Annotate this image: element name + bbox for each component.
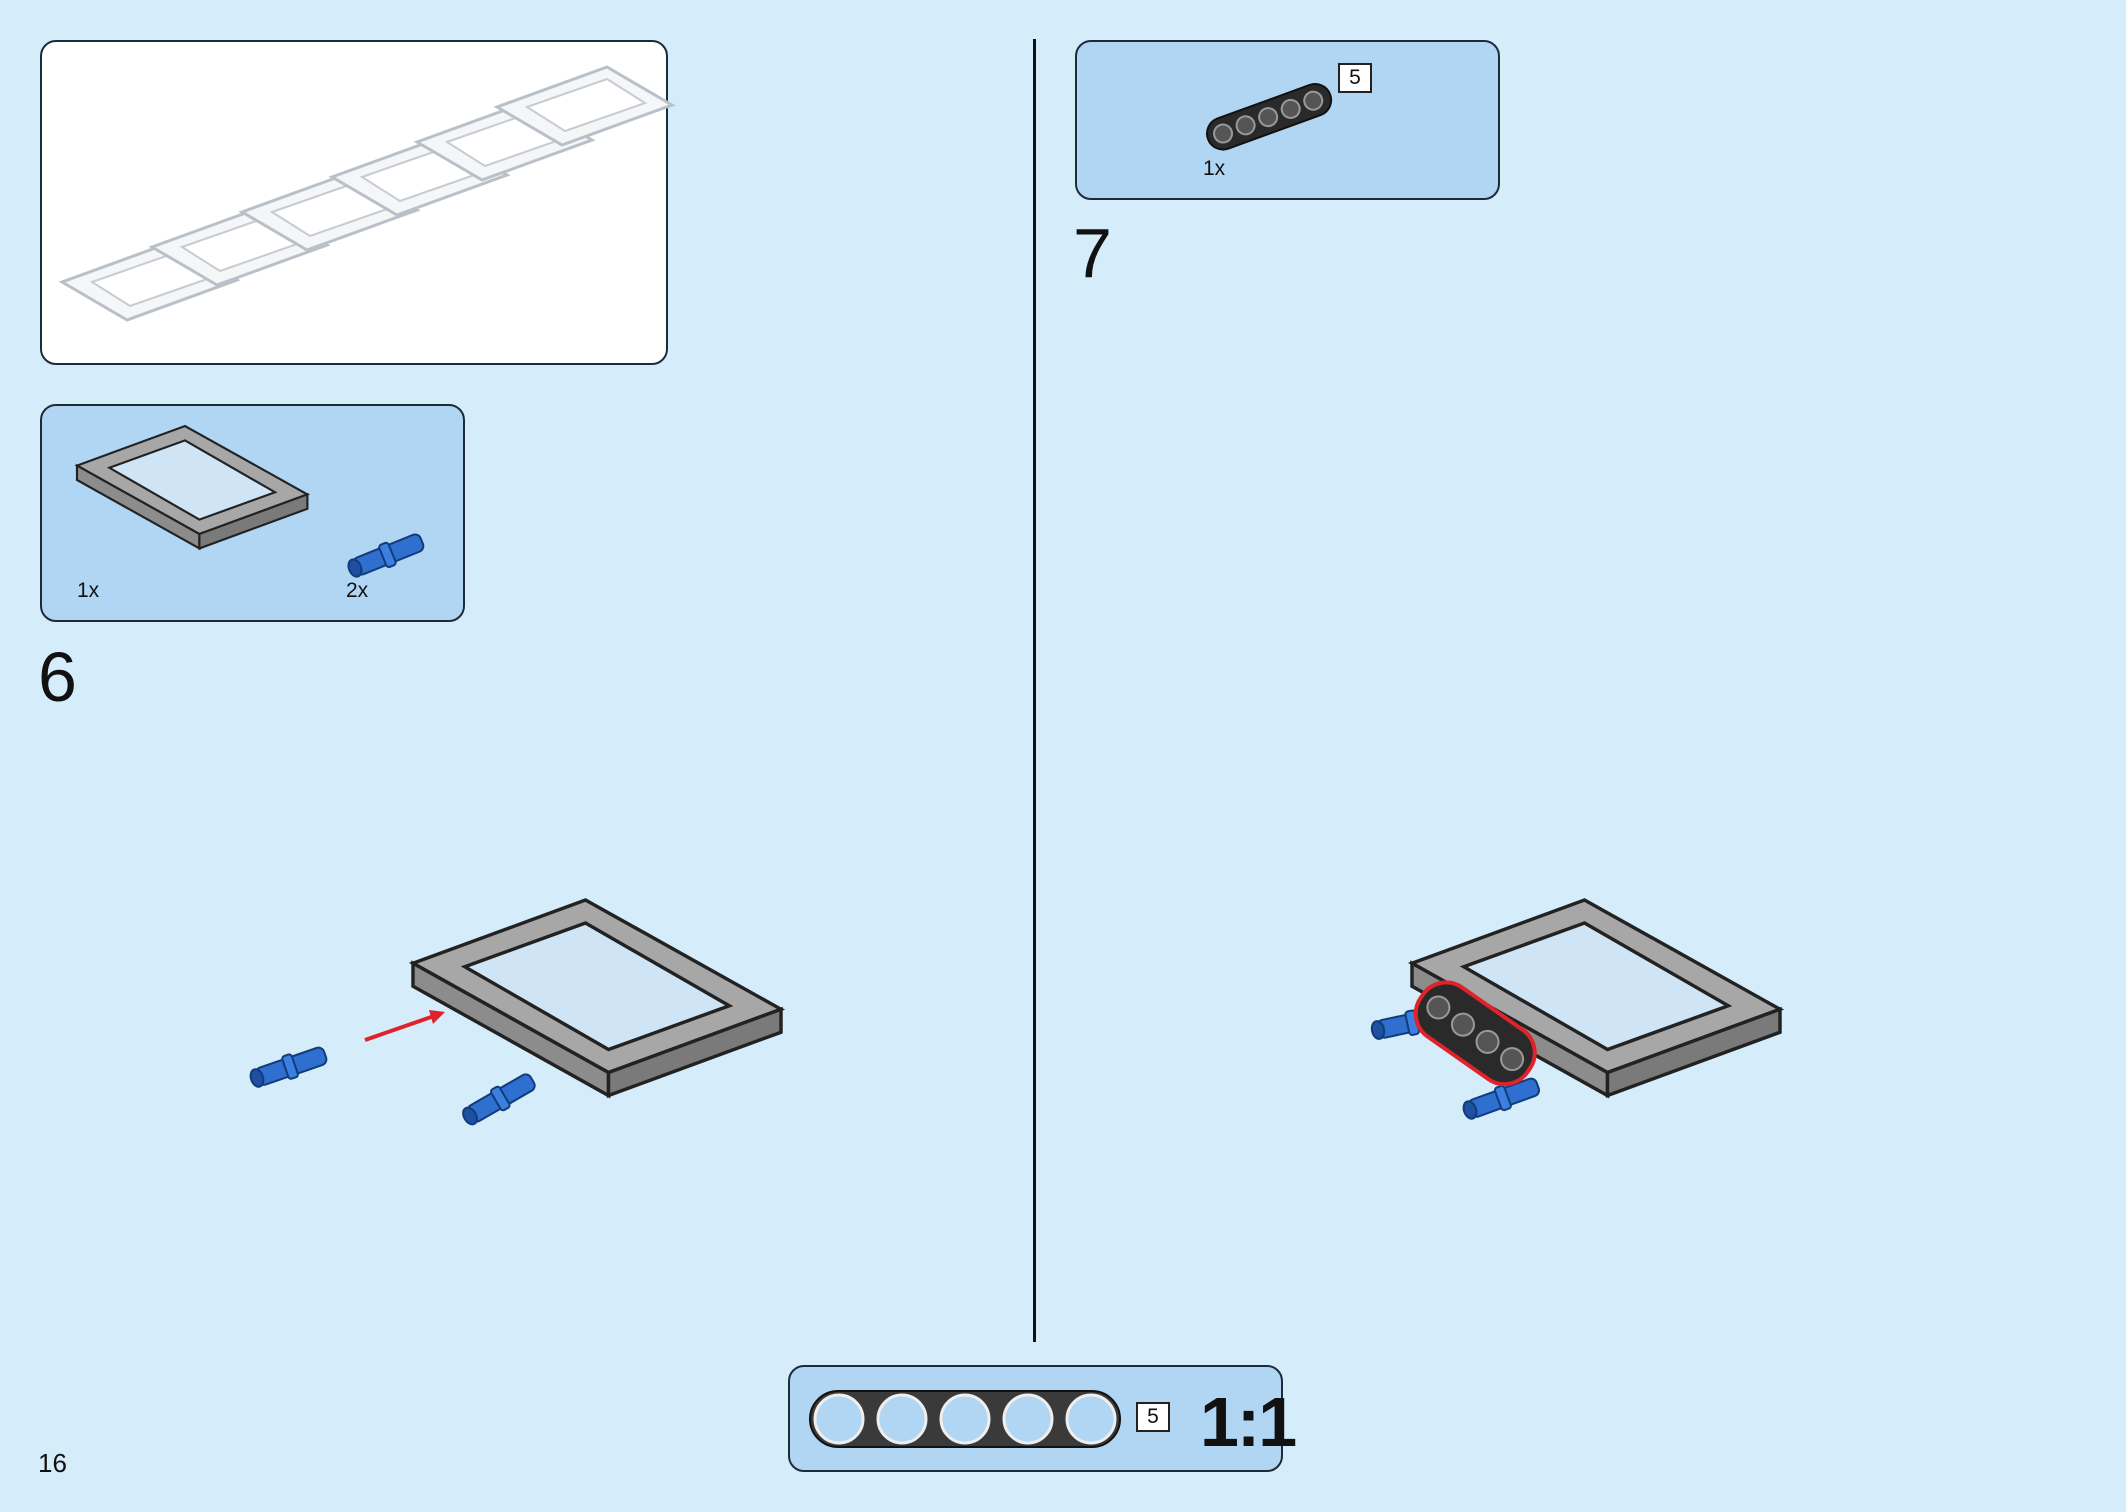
frame-qty: 1x [77, 579, 100, 602]
ruler-beam-icon [809, 1390, 1121, 1448]
placed-beam [1413, 980, 1537, 1087]
step7-parts-panel: 5 1x [1075, 40, 1500, 200]
ruler-length-badge: 5 [1136, 1402, 1170, 1432]
step6-number: 6 [38, 638, 77, 716]
ruler-panel: 5 1:1 [788, 1365, 1297, 1472]
step6-assembly-illustration [246, 898, 783, 1131]
ruler-scale-label: 1:1 [1200, 1383, 1297, 1461]
callout-panel [40, 40, 674, 365]
beam-part-icon [1206, 83, 1333, 151]
pin-part-icon [343, 528, 428, 583]
step7-number: 7 [1073, 214, 1112, 292]
step6-parts-panel: 1x 2x [40, 404, 465, 622]
step-divider [1033, 39, 1036, 1342]
beam-qty: 1x [1203, 157, 1226, 180]
insert-arrow [364, 1013, 438, 1042]
pin-qty: 2x [346, 579, 369, 602]
step7-assembly-illustration [1368, 898, 1782, 1125]
page-number: 16 [38, 1448, 67, 1478]
beam-length-badge: 5 [1338, 63, 1372, 93]
frame-part-icon [75, 424, 309, 550]
callout-frames-illustration [60, 65, 674, 322]
